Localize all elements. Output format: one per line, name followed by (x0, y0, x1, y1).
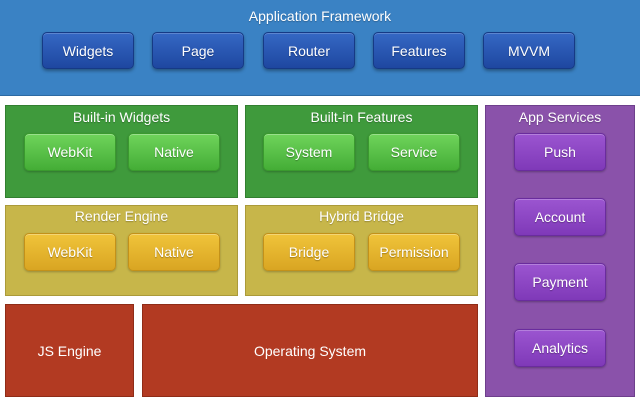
built-in-features-title: Built-in Features (310, 109, 413, 125)
features-block: Features (373, 32, 465, 69)
page-block: Page (152, 32, 244, 69)
system-block: System (263, 133, 355, 171)
widgets-webkit-block: WebKit (24, 133, 116, 171)
service-block: Service (368, 133, 460, 171)
hybrid-bridge-panel: Hybrid Bridge Bridge Permission (245, 205, 478, 296)
push-block: Push (514, 133, 606, 171)
account-block: Account (514, 198, 606, 236)
js-engine-panel: JS Engine (5, 304, 134, 397)
built-in-widgets-title: Built-in Widgets (72, 109, 171, 125)
application-framework-panel: Application Framework Widgets Page Route… (0, 0, 640, 96)
analytics-block: Analytics (514, 329, 606, 367)
render-engine-panel: Render Engine WebKit Native (5, 205, 238, 296)
operating-system-panel: Operating System (142, 304, 478, 397)
built-in-widgets-panel: Built-in Widgets WebKit Native (5, 105, 238, 198)
application-framework-title: Application Framework (248, 8, 392, 24)
bridge-block: Bridge (263, 233, 355, 271)
widgets-native-block: Native (128, 133, 220, 171)
widgets-block: Widgets (42, 32, 134, 69)
app-services-title: App Services (518, 109, 602, 125)
built-in-features-panel: Built-in Features System Service (245, 105, 478, 198)
permission-block: Permission (368, 233, 460, 271)
render-native-block: Native (128, 233, 220, 271)
render-webkit-block: WebKit (24, 233, 116, 271)
render-engine-title: Render Engine (74, 208, 169, 224)
router-block: Router (263, 32, 355, 69)
app-services-panel: App Services Push Account Payment Analyt… (485, 105, 635, 397)
hybrid-bridge-title: Hybrid Bridge (319, 208, 404, 224)
mvvm-block: MVVM (483, 32, 575, 69)
payment-block: Payment (514, 263, 606, 301)
